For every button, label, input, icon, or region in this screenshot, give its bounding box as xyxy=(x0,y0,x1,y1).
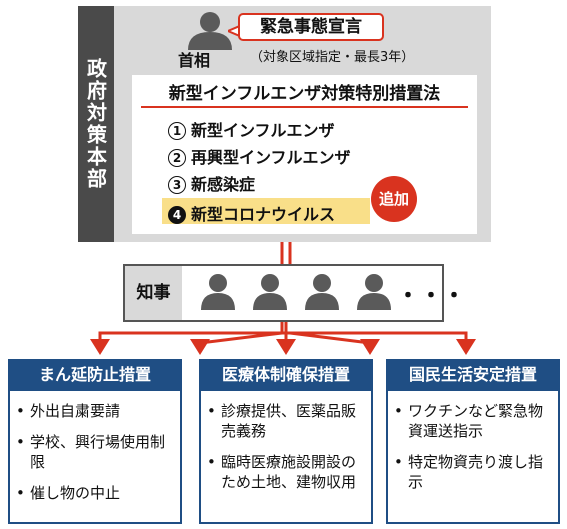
law-item-text: 再興型インフルエンザ xyxy=(191,148,351,167)
number-3-icon: 3 xyxy=(168,176,186,194)
person-icon xyxy=(253,274,287,310)
measure-item: 臨時医療施設開設のため土地、建物収用 xyxy=(207,452,367,492)
person-icon xyxy=(305,274,339,310)
arrowhead-inner-left xyxy=(190,339,210,355)
person-icon xyxy=(201,274,235,310)
governor-label: 知事 xyxy=(136,283,171,303)
added-badge: 追加 xyxy=(371,176,417,222)
measure-item: 学校、興行場使用制限 xyxy=(16,432,176,472)
measure-title-1: まん延防止措置 xyxy=(8,359,182,391)
measure-item: ワクチンなど緊急物資運送指示 xyxy=(394,401,554,441)
measure-list-3: ワクチンなど緊急物資運送指示 特定物資売り渡し指示 xyxy=(394,401,554,503)
number-2-icon: 2 xyxy=(168,149,186,167)
arrowhead-center xyxy=(276,339,296,355)
measure-item: 特定物資売り渡し指示 xyxy=(394,452,554,492)
law-title: 新型インフルエンザ対策特別措置法 xyxy=(141,82,468,108)
number-1-icon: 1 xyxy=(168,122,186,140)
measure-list-1: 外出自粛要請 学校、興行場使用制限 催し物の中止 xyxy=(16,401,176,514)
arrow-line-left xyxy=(98,322,284,343)
arrowhead-right xyxy=(456,339,476,355)
law-item-2: 2 再興型インフルエンザ xyxy=(168,144,351,168)
arrowhead-inner-right xyxy=(360,339,380,355)
measure-title-2: 医療体制確保措置 xyxy=(199,359,373,391)
prime-minister-icon xyxy=(188,12,232,50)
law-item-3: 3 新感染症 xyxy=(168,171,255,195)
declaration-note: （対象区域指定・最長3年） xyxy=(250,50,415,65)
law-item-text: 新感染症 xyxy=(191,175,256,194)
number-4-icon: 4 xyxy=(168,206,186,224)
prime-minister-label: 首相 xyxy=(178,51,211,70)
measure-item: 催し物の中止 xyxy=(16,483,176,503)
hq-label: 政府対策本部 xyxy=(78,6,114,242)
arrowhead-left xyxy=(90,339,110,355)
law-item-4-highlight xyxy=(162,198,370,224)
measure-title-3: 国民生活安定措置 xyxy=(386,359,560,391)
law-item-text: 新型コロナウイルス xyxy=(191,205,336,224)
measure-item: 外出自粛要請 xyxy=(16,401,176,421)
law-item-1: 1 新型インフルエンザ xyxy=(168,117,335,141)
measure-item: 診療提供、医薬品販売義務 xyxy=(207,401,367,441)
arrow-line-inner-left xyxy=(199,331,283,345)
measure-list-2: 診療提供、医薬品販売義務 臨時医療施設開設のため土地、建物収用 xyxy=(207,401,367,503)
governor-label-bg xyxy=(125,266,182,320)
declaration-bubble: 緊急事態宣言 xyxy=(238,13,384,41)
more-ellipsis: ・・・ xyxy=(397,284,467,309)
law-item-text: 新型インフルエンザ xyxy=(191,121,335,140)
arrow-line-inner-right xyxy=(289,331,371,345)
person-icon xyxy=(357,274,391,310)
law-item-4: 4 新型コロナウイルス xyxy=(168,201,335,225)
